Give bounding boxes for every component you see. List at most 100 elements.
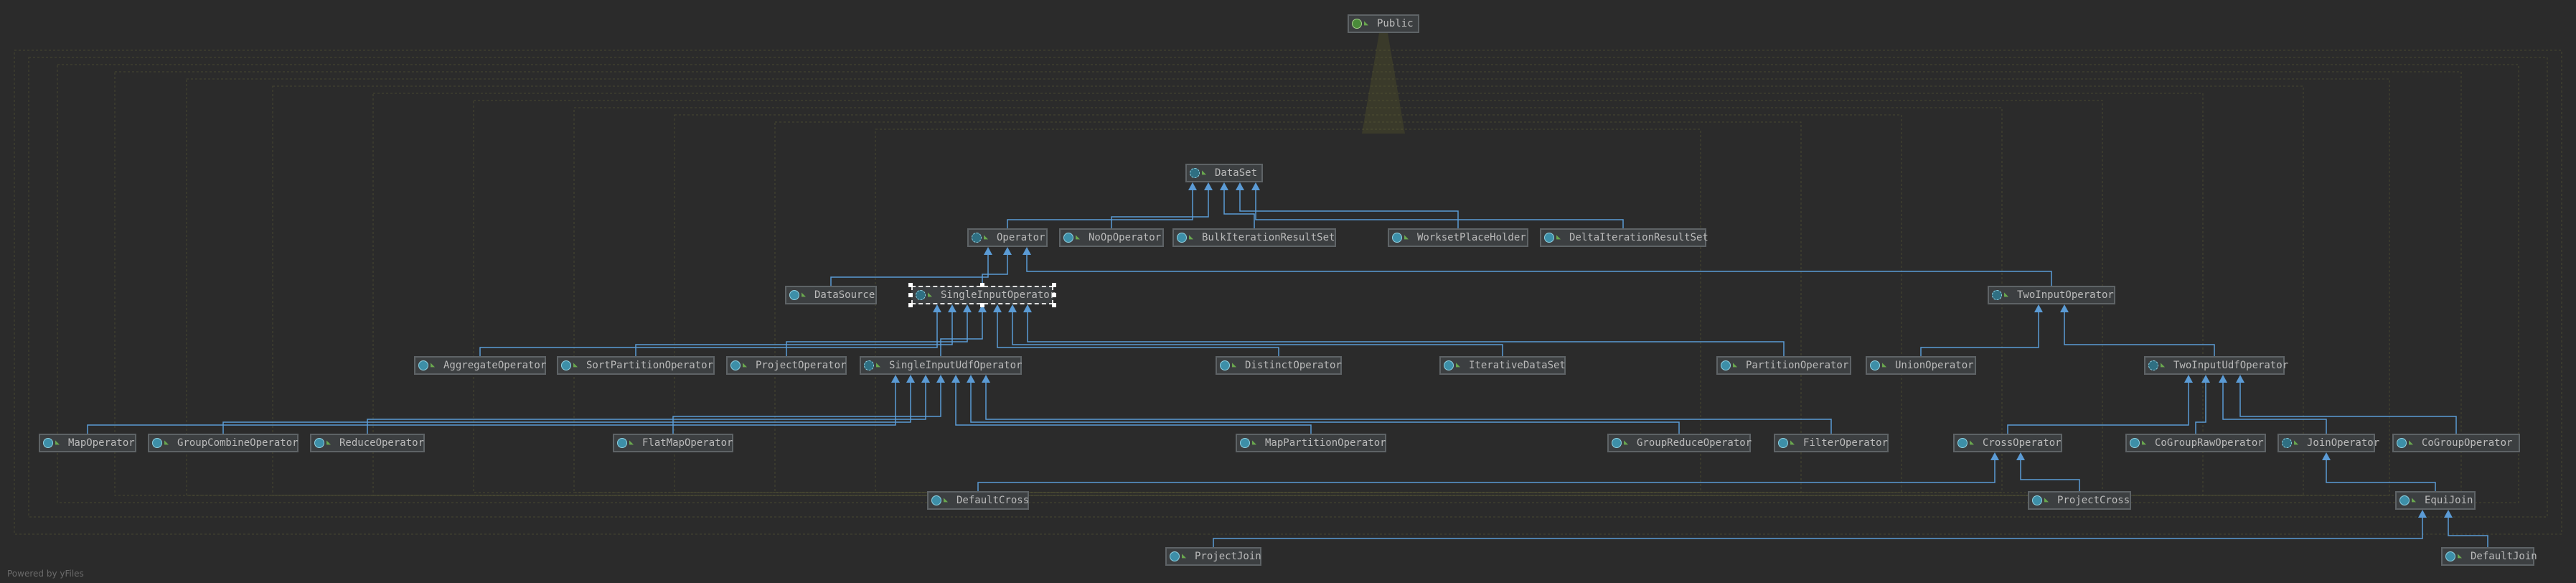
node-label: BulkIterationResultSet bbox=[1202, 232, 1335, 243]
node-partition[interactable]: ◣PartitionOperator bbox=[1716, 356, 1851, 375]
node-label: AggregateOperator bbox=[443, 360, 547, 371]
node-groupreduce[interactable]: ◣GroupReduceOperator bbox=[1607, 434, 1752, 452]
node-worksetph[interactable]: ◣WorksetPlaceHolder bbox=[1388, 228, 1528, 247]
inheritance-edge bbox=[1007, 188, 1193, 228]
node-deltaiter[interactable]: ◣DeltaIterationResultSet bbox=[1540, 228, 1708, 247]
interface-link-line bbox=[774, 121, 1802, 493]
selection-handle[interactable] bbox=[1052, 293, 1056, 297]
class-class-icon bbox=[1177, 233, 1187, 243]
node-label: UnionOperator bbox=[1895, 360, 1974, 371]
node-cogroupraw[interactable]: ◣CoGroupRawOperator bbox=[2125, 434, 2266, 452]
selection-handle[interactable] bbox=[908, 303, 913, 307]
class-class-icon bbox=[1063, 233, 1073, 243]
node-project[interactable]: ◣ProjectOperator bbox=[726, 356, 847, 375]
inheritance-arrowhead bbox=[2418, 510, 2427, 518]
node-flatmap[interactable]: ◣FlatMapOperator bbox=[613, 434, 733, 452]
node-cogroup[interactable]: ◣CoGroupOperator bbox=[2392, 434, 2520, 452]
node-mappartition[interactable]: ◣MapPartitionOperator bbox=[1236, 434, 1386, 452]
node-label: DistinctOperator bbox=[1245, 360, 1342, 371]
inheritance-edge bbox=[222, 381, 911, 434]
node-noop[interactable]: ◣ NoOpOperator bbox=[1059, 228, 1164, 247]
public-visibility-icon: ◣ bbox=[431, 361, 436, 369]
inheritance-arrowhead bbox=[2016, 452, 2025, 460]
node-public[interactable]: ◣Public bbox=[1348, 14, 1419, 33]
node-operator[interactable]: ◣Operator bbox=[967, 228, 1048, 247]
node-cross[interactable]: ◣CrossOperator bbox=[1953, 434, 2062, 452]
inheritance-edge bbox=[985, 381, 1832, 434]
node-iterative[interactable]: ◣IterativeDataSet bbox=[1439, 356, 1566, 375]
interface-link-line bbox=[372, 93, 2204, 496]
node-twoudf[interactable]: ◣TwoInputUdfOperator bbox=[2144, 356, 2289, 375]
public-visibility-icon: ◣ bbox=[1970, 439, 1975, 447]
inheritance-edge bbox=[2064, 310, 2215, 356]
inheritance-arrowhead bbox=[963, 304, 972, 312]
node-label: ProjectJoin bbox=[1195, 551, 1261, 562]
node-defaultjoin[interactable]: ◣DefaultJoin bbox=[2441, 547, 2537, 566]
node-singleinput[interactable]: ◣SingleInputOperator bbox=[911, 286, 1056, 304]
selection-handle[interactable] bbox=[1052, 283, 1056, 287]
inheritance-edge bbox=[940, 310, 983, 356]
selection-handle[interactable] bbox=[1052, 303, 1056, 307]
node-label: TwoInputOperator bbox=[2017, 289, 2114, 301]
selection-handle[interactable] bbox=[980, 303, 984, 307]
node-aggregate[interactable]: ◣ AggregateOperator bbox=[414, 356, 546, 375]
powered-by-label: Powered by yFiles bbox=[7, 569, 84, 579]
node-label: DataSource bbox=[814, 289, 875, 301]
inheritance-edge bbox=[977, 458, 1996, 491]
class-class-icon bbox=[314, 438, 324, 448]
node-defaultcross[interactable]: ◣DefaultCross bbox=[927, 491, 1029, 510]
inheritance-edge bbox=[970, 381, 1680, 434]
class-class-icon bbox=[2130, 438, 2140, 448]
node-label: FlatMapOperator bbox=[642, 437, 733, 449]
node-join[interactable]: ◣JoinOperator bbox=[2277, 434, 2379, 452]
node-sortpart[interactable]: ◣ SortPartitionOperator bbox=[557, 356, 715, 375]
inheritance-arrowhead bbox=[2201, 375, 2210, 383]
inheritance-arrowhead bbox=[967, 375, 975, 383]
interface-class-icon bbox=[1352, 19, 1362, 29]
node-equijoin[interactable]: ◣EquiJoin bbox=[2395, 491, 2476, 510]
node-reduce[interactable]: ◣ReduceOperator bbox=[310, 434, 425, 452]
public-visibility-icon: ◣ bbox=[1182, 552, 1187, 560]
interface-link-line bbox=[28, 57, 2548, 518]
selection-handle[interactable] bbox=[980, 283, 984, 287]
public-visibility-icon: ◣ bbox=[1556, 233, 1561, 241]
node-map[interactable]: ◣MapOperator bbox=[39, 434, 136, 452]
node-label: NoOpOperator bbox=[1089, 232, 1162, 243]
node-groupcombine[interactable]: ◣GroupCombineOperator bbox=[148, 434, 299, 452]
interface-link-line bbox=[186, 78, 2390, 496]
node-distinct[interactable]: ◣DistinctOperator bbox=[1216, 356, 1342, 375]
node-label: TwoInputUdfOperator bbox=[2173, 360, 2289, 371]
node-projectcross[interactable]: ◣ProjectCross bbox=[2028, 491, 2131, 510]
class-class-icon bbox=[931, 495, 941, 505]
node-label: SingleInputUdfOperator bbox=[889, 360, 1023, 371]
selection-handle[interactable] bbox=[908, 293, 913, 297]
inheritance-arrowhead bbox=[2060, 304, 2069, 312]
inheritance-arrowhead bbox=[1023, 247, 1031, 255]
node-singleudf[interactable]: ◣SingleInputUdfOperator bbox=[860, 356, 1022, 375]
inheritance-edge bbox=[1213, 516, 2423, 547]
node-label: DataSet bbox=[1215, 167, 1258, 179]
inheritance-arrowhead bbox=[933, 304, 941, 312]
public-visibility-icon: ◣ bbox=[1076, 233, 1081, 241]
node-union[interactable]: ◣UnionOperator bbox=[1866, 356, 1976, 375]
node-bulk[interactable]: ◣BulkIterationResultSet bbox=[1172, 228, 1336, 247]
node-label: MapOperator bbox=[68, 437, 135, 449]
public-visibility-icon: ◣ bbox=[573, 361, 578, 369]
node-label: SortPartitionOperator bbox=[586, 360, 714, 371]
abstract-class-icon bbox=[2148, 360, 2158, 370]
node-filter[interactable]: ◣FilterOperator bbox=[1774, 434, 1889, 452]
inheritance-arrowhead bbox=[2444, 510, 2453, 518]
node-label: CoGroupRawOperator bbox=[2155, 437, 2264, 449]
node-projectjoin[interactable]: ◣ ProjectJoin bbox=[1165, 547, 1261, 566]
inheritance-arrowhead bbox=[948, 304, 956, 312]
node-datasource[interactable]: ◣DataSource bbox=[785, 286, 877, 304]
selection-handle[interactable] bbox=[908, 283, 913, 287]
node-dataset[interactable]: ◣DataSet bbox=[1185, 164, 1263, 182]
class-class-icon bbox=[1240, 438, 1250, 448]
public-visibility-icon: ◣ bbox=[164, 439, 169, 447]
inheritance-arrowhead bbox=[2322, 452, 2331, 460]
node-twoinput[interactable]: ◣TwoInputOperator bbox=[1988, 286, 2115, 304]
public-visibility-icon: ◣ bbox=[1733, 361, 1738, 369]
